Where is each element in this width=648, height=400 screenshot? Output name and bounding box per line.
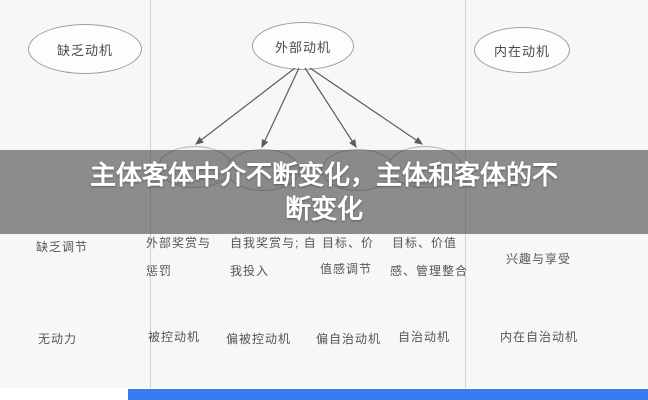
node-external-motivation: 外部动机: [252, 22, 354, 70]
label-lack-regulation: 缺乏调节: [36, 240, 89, 254]
label-col3-line1: 目标、价: [322, 236, 375, 250]
label-interest-enjoyment: 兴趣与享受: [506, 252, 572, 266]
node-intrinsic-motivation: 内在动机: [474, 27, 570, 73]
page-title-line-2: 断变化: [284, 194, 363, 224]
label-col2-line1: 自我奖赏与; 自: [230, 236, 317, 250]
bottom-accent-bar: [128, 389, 648, 400]
label-controlled-motivation: 被控动机: [148, 330, 201, 344]
label-col4-line1: 目标、价值: [392, 236, 458, 250]
label-intrinsic-autonomous-motivation: 内在自治动机: [500, 330, 579, 344]
label-somewhat-controlled-motivation: 偏被控动机: [226, 332, 292, 346]
label-col3-line2: 值感调节: [320, 262, 373, 276]
label-col1-line1: 外部奖赏与: [146, 236, 212, 250]
label-col1-line2: 惩罚: [146, 264, 173, 278]
node-amotivation-label: 缺乏动机: [56, 42, 113, 58]
page-title-line-1: 主体客体中介不断变化，主体和客体的不: [89, 160, 558, 190]
label-col4-line2: 感、管理整合: [390, 264, 469, 278]
label-somewhat-autonomous-motivation: 偏自治动机: [316, 332, 382, 346]
node-amotivation: 缺乏动机: [28, 24, 142, 74]
node-external-motivation-label: 外部动机: [274, 39, 331, 55]
label-no-motivation: 无动力: [38, 332, 78, 346]
node-intrinsic-motivation-label: 内在动机: [493, 43, 550, 59]
title-overlay: 主体客体中介不断变化，主体和客体的不 断变化: [0, 150, 648, 234]
label-col2-line2: 我投入: [230, 264, 270, 278]
label-autonomous-motivation: 自治动机: [398, 330, 451, 344]
